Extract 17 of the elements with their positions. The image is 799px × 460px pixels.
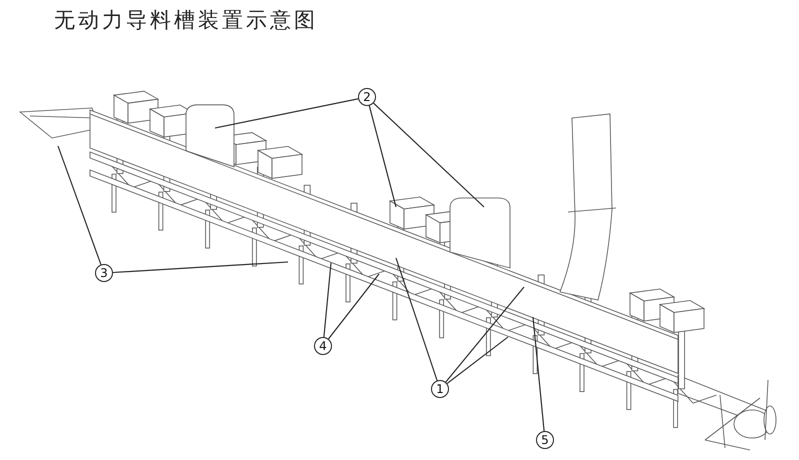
callout-number: 4: [314, 337, 332, 355]
callout-number: 3: [95, 264, 113, 282]
leader-line: [57, 146, 102, 265]
leader-line: [445, 286, 524, 382]
leader-line: [446, 336, 508, 384]
leader-line: [328, 274, 380, 340]
leader-line: [112, 261, 288, 274]
callout-number: 2: [358, 88, 376, 106]
title: 无动力导料槽装置示意图: [54, 7, 318, 34]
leader-line: [532, 316, 545, 432]
leader-line: [214, 98, 358, 129]
leader-line: [395, 258, 438, 381]
callout-number: 5: [536, 431, 554, 449]
leader-line: [323, 262, 332, 338]
leader-line: [373, 102, 484, 208]
callout-number: 1: [431, 380, 449, 398]
leader-line: [368, 106, 397, 208]
